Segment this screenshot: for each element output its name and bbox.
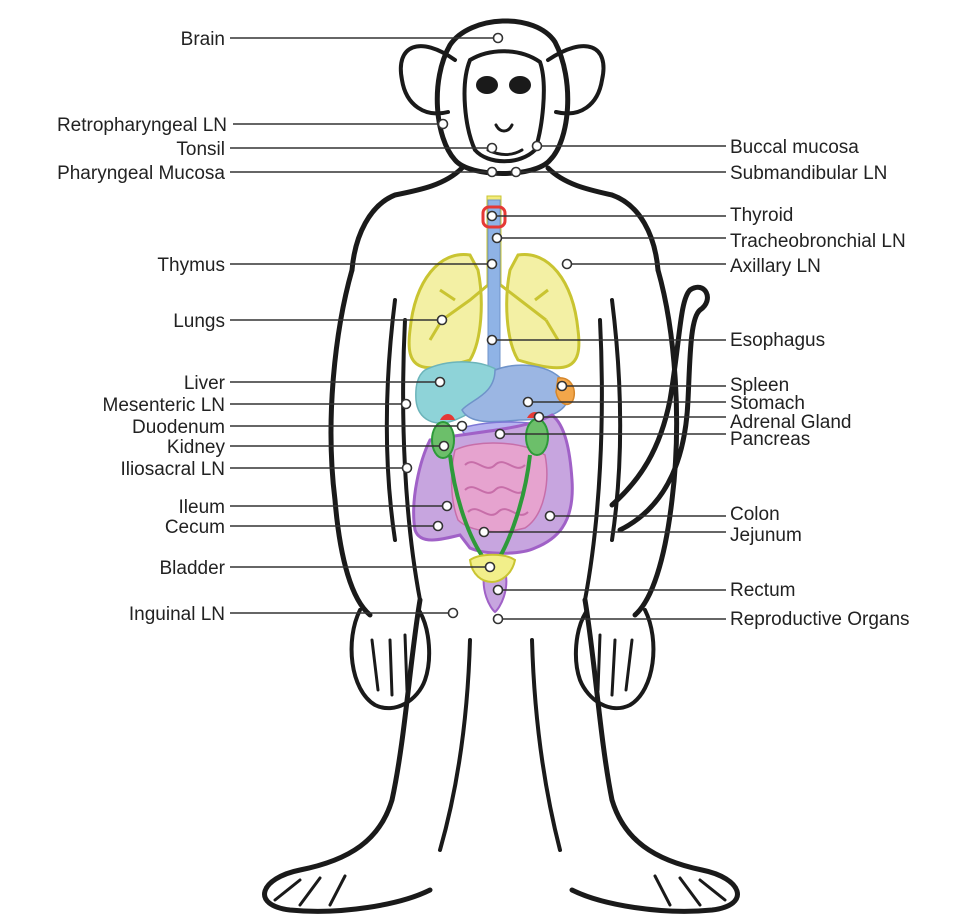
thyroid-label: Thyroid	[730, 205, 793, 226]
kidney-point	[440, 442, 449, 451]
colon-point	[546, 512, 555, 521]
brain-point	[494, 34, 503, 43]
left-lung-shape	[409, 254, 481, 367]
adrenal-gland-point	[535, 413, 544, 422]
left-kidney-shape	[432, 422, 454, 458]
cecum-label: Cecum	[165, 517, 225, 538]
rectum-label: Rectum	[730, 580, 795, 601]
pharyngeal-mucosa-label: Pharyngeal Mucosa	[57, 163, 225, 184]
stomach-label: Stomach	[730, 393, 805, 414]
right-lung-shape	[507, 254, 579, 367]
kidney-label: Kidney	[167, 437, 226, 458]
axillary-ln-label: Axillary LN	[730, 256, 821, 277]
buccal-mucosa-point	[533, 142, 542, 151]
colon-label: Colon	[730, 504, 780, 525]
right-kidney-shape	[526, 419, 548, 455]
retropharyngeal-ln-label: Retropharyngeal LN	[57, 115, 227, 136]
iliosacral-ln-point	[403, 464, 412, 473]
mesenteric-ln-label: Mesenteric LN	[103, 395, 226, 416]
tonsil-point	[488, 144, 497, 153]
ileum-point	[443, 502, 452, 511]
pancreas-label: Pancreas	[730, 429, 810, 450]
mesenteric-ln-point	[402, 400, 411, 409]
bladder-label: Bladder	[160, 558, 226, 579]
axillary-ln-point	[563, 260, 572, 269]
bladder-point	[486, 563, 495, 572]
esophagus-point	[488, 336, 497, 345]
jejunum-point	[480, 528, 489, 537]
right-labels: Buccal mucosa Submandibular LN Thyroid T…	[730, 137, 910, 630]
pharyngeal-mucosa-point	[488, 168, 497, 177]
left-labels: Brain Retropharyngeal LN Tonsil Pharynge…	[57, 29, 227, 625]
liver-label: Liver	[184, 373, 226, 394]
left-eye-shape	[476, 76, 498, 94]
submandibular-ln-label: Submandibular LN	[730, 163, 887, 184]
tonsil-label: Tonsil	[176, 139, 225, 160]
lungs-point	[438, 316, 447, 325]
brain-label: Brain	[181, 29, 225, 50]
lungs-label: Lungs	[173, 311, 225, 332]
reproductive-organs-label: Reproductive Organs	[730, 609, 910, 630]
retropharyngeal-ln-point	[439, 120, 448, 129]
jejunum-label: Jejunum	[730, 525, 802, 546]
duodenum-label: Duodenum	[132, 417, 225, 438]
tracheobronchial-ln-label: Tracheobronchial LN	[730, 231, 906, 252]
esophagus-label: Esophagus	[730, 330, 825, 351]
organs	[409, 196, 579, 612]
iliosacral-ln-label: Iliosacral LN	[120, 459, 225, 480]
submandibular-ln-point	[512, 168, 521, 177]
tracheobronchial-ln-point	[493, 234, 502, 243]
right-eye-shape	[509, 76, 531, 94]
reproductive-organs-point	[494, 615, 503, 624]
stomach-point	[524, 398, 533, 407]
spleen-point	[558, 382, 567, 391]
thyroid-point	[488, 212, 497, 221]
inguinal-ln-point	[449, 609, 458, 618]
liver-point	[436, 378, 445, 387]
cecum-point	[434, 522, 443, 531]
inguinal-ln-label: Inguinal LN	[129, 604, 225, 625]
pancreas-point	[496, 430, 505, 439]
ileum-label: Ileum	[179, 497, 225, 518]
buccal-mucosa-label: Buccal mucosa	[730, 137, 859, 158]
thymus-point	[488, 260, 497, 269]
rectum-point	[494, 586, 503, 595]
duodenum-point	[458, 422, 467, 431]
thymus-label: Thymus	[157, 255, 225, 276]
